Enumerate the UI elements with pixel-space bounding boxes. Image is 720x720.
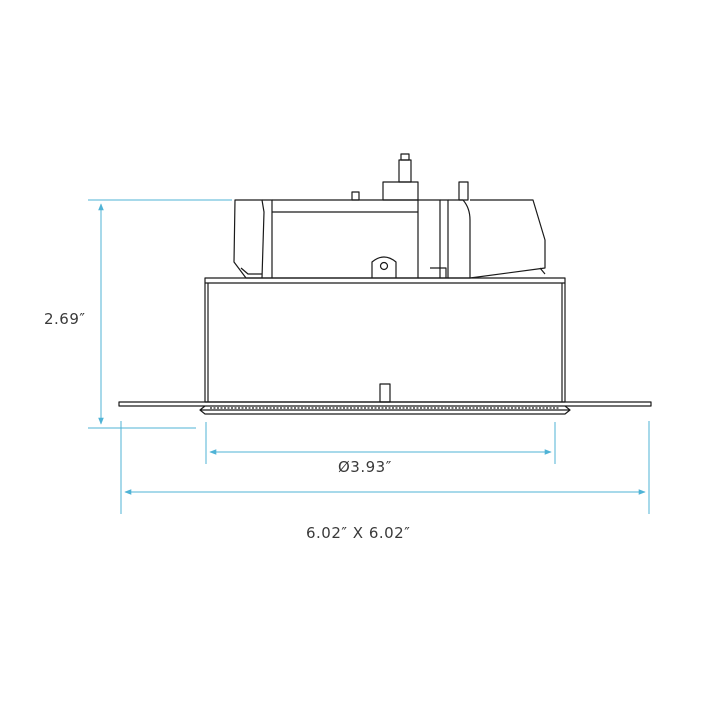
trim-flange — [118, 401, 652, 415]
top-connectors — [351, 153, 469, 201]
can-body — [204, 277, 566, 403]
trim-diameter-label: Ø3.93″ — [338, 458, 392, 476]
height-dimension — [88, 199, 232, 429]
mounting-tab — [371, 256, 397, 278]
diameter-dimension — [205, 422, 556, 464]
outer-size-label: 6.02″ X 6.02″ — [306, 524, 411, 542]
outer-size-dimension — [120, 421, 650, 514]
driver-housing — [233, 199, 546, 279]
dimension-lines — [88, 199, 650, 514]
fixture-outline — [118, 153, 652, 415]
height-label: 2.69″ — [44, 310, 86, 328]
